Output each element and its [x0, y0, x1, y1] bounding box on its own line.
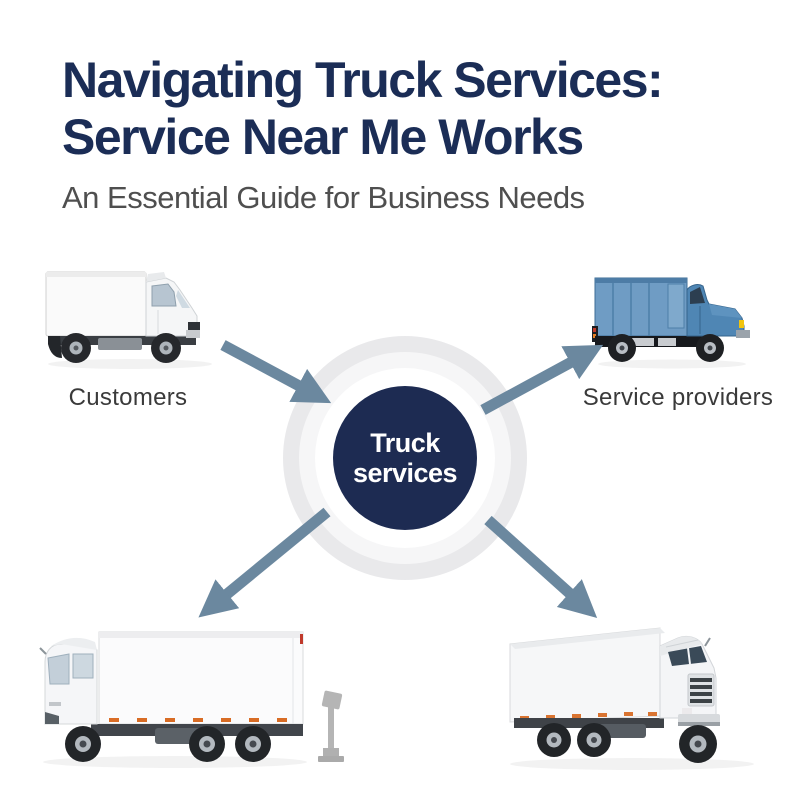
arrow-customers-to-hub-icon: [220, 340, 332, 404]
node-label-service-providers: Service providers: [582, 384, 774, 411]
header: Navigating Truck Services: Service Near …: [62, 52, 762, 216]
page-subtitle: An Essential Guide for Business Needs: [62, 180, 585, 215]
page-title-line1: Navigating Truck Services:: [62, 52, 664, 108]
arrow-hub-to-service-providers-icon: [480, 344, 604, 415]
page-title: Navigating Truck Services: Service Near …: [62, 52, 762, 166]
white-cargo-truck-facing-right-icon: [509, 627, 754, 770]
hub-label-line1: Truck: [370, 428, 440, 458]
blue-box-truck-icon: [592, 277, 750, 369]
hub-label-line2: services: [352, 458, 458, 488]
arrow-hub-to-bottom-left-truck-icon: [198, 507, 331, 618]
arrow-hub-to-bottom-right-truck-icon: [484, 515, 598, 618]
node-label-customers: Customers: [68, 384, 188, 411]
page-title-line2: Service Near Me Works: [62, 109, 584, 165]
parking-post-icon: [318, 690, 344, 762]
hub-circle: Truck services: [333, 386, 477, 530]
white-cargo-truck-facing-left-icon: [39, 631, 307, 768]
white-box-truck-icon: [45, 271, 212, 369]
